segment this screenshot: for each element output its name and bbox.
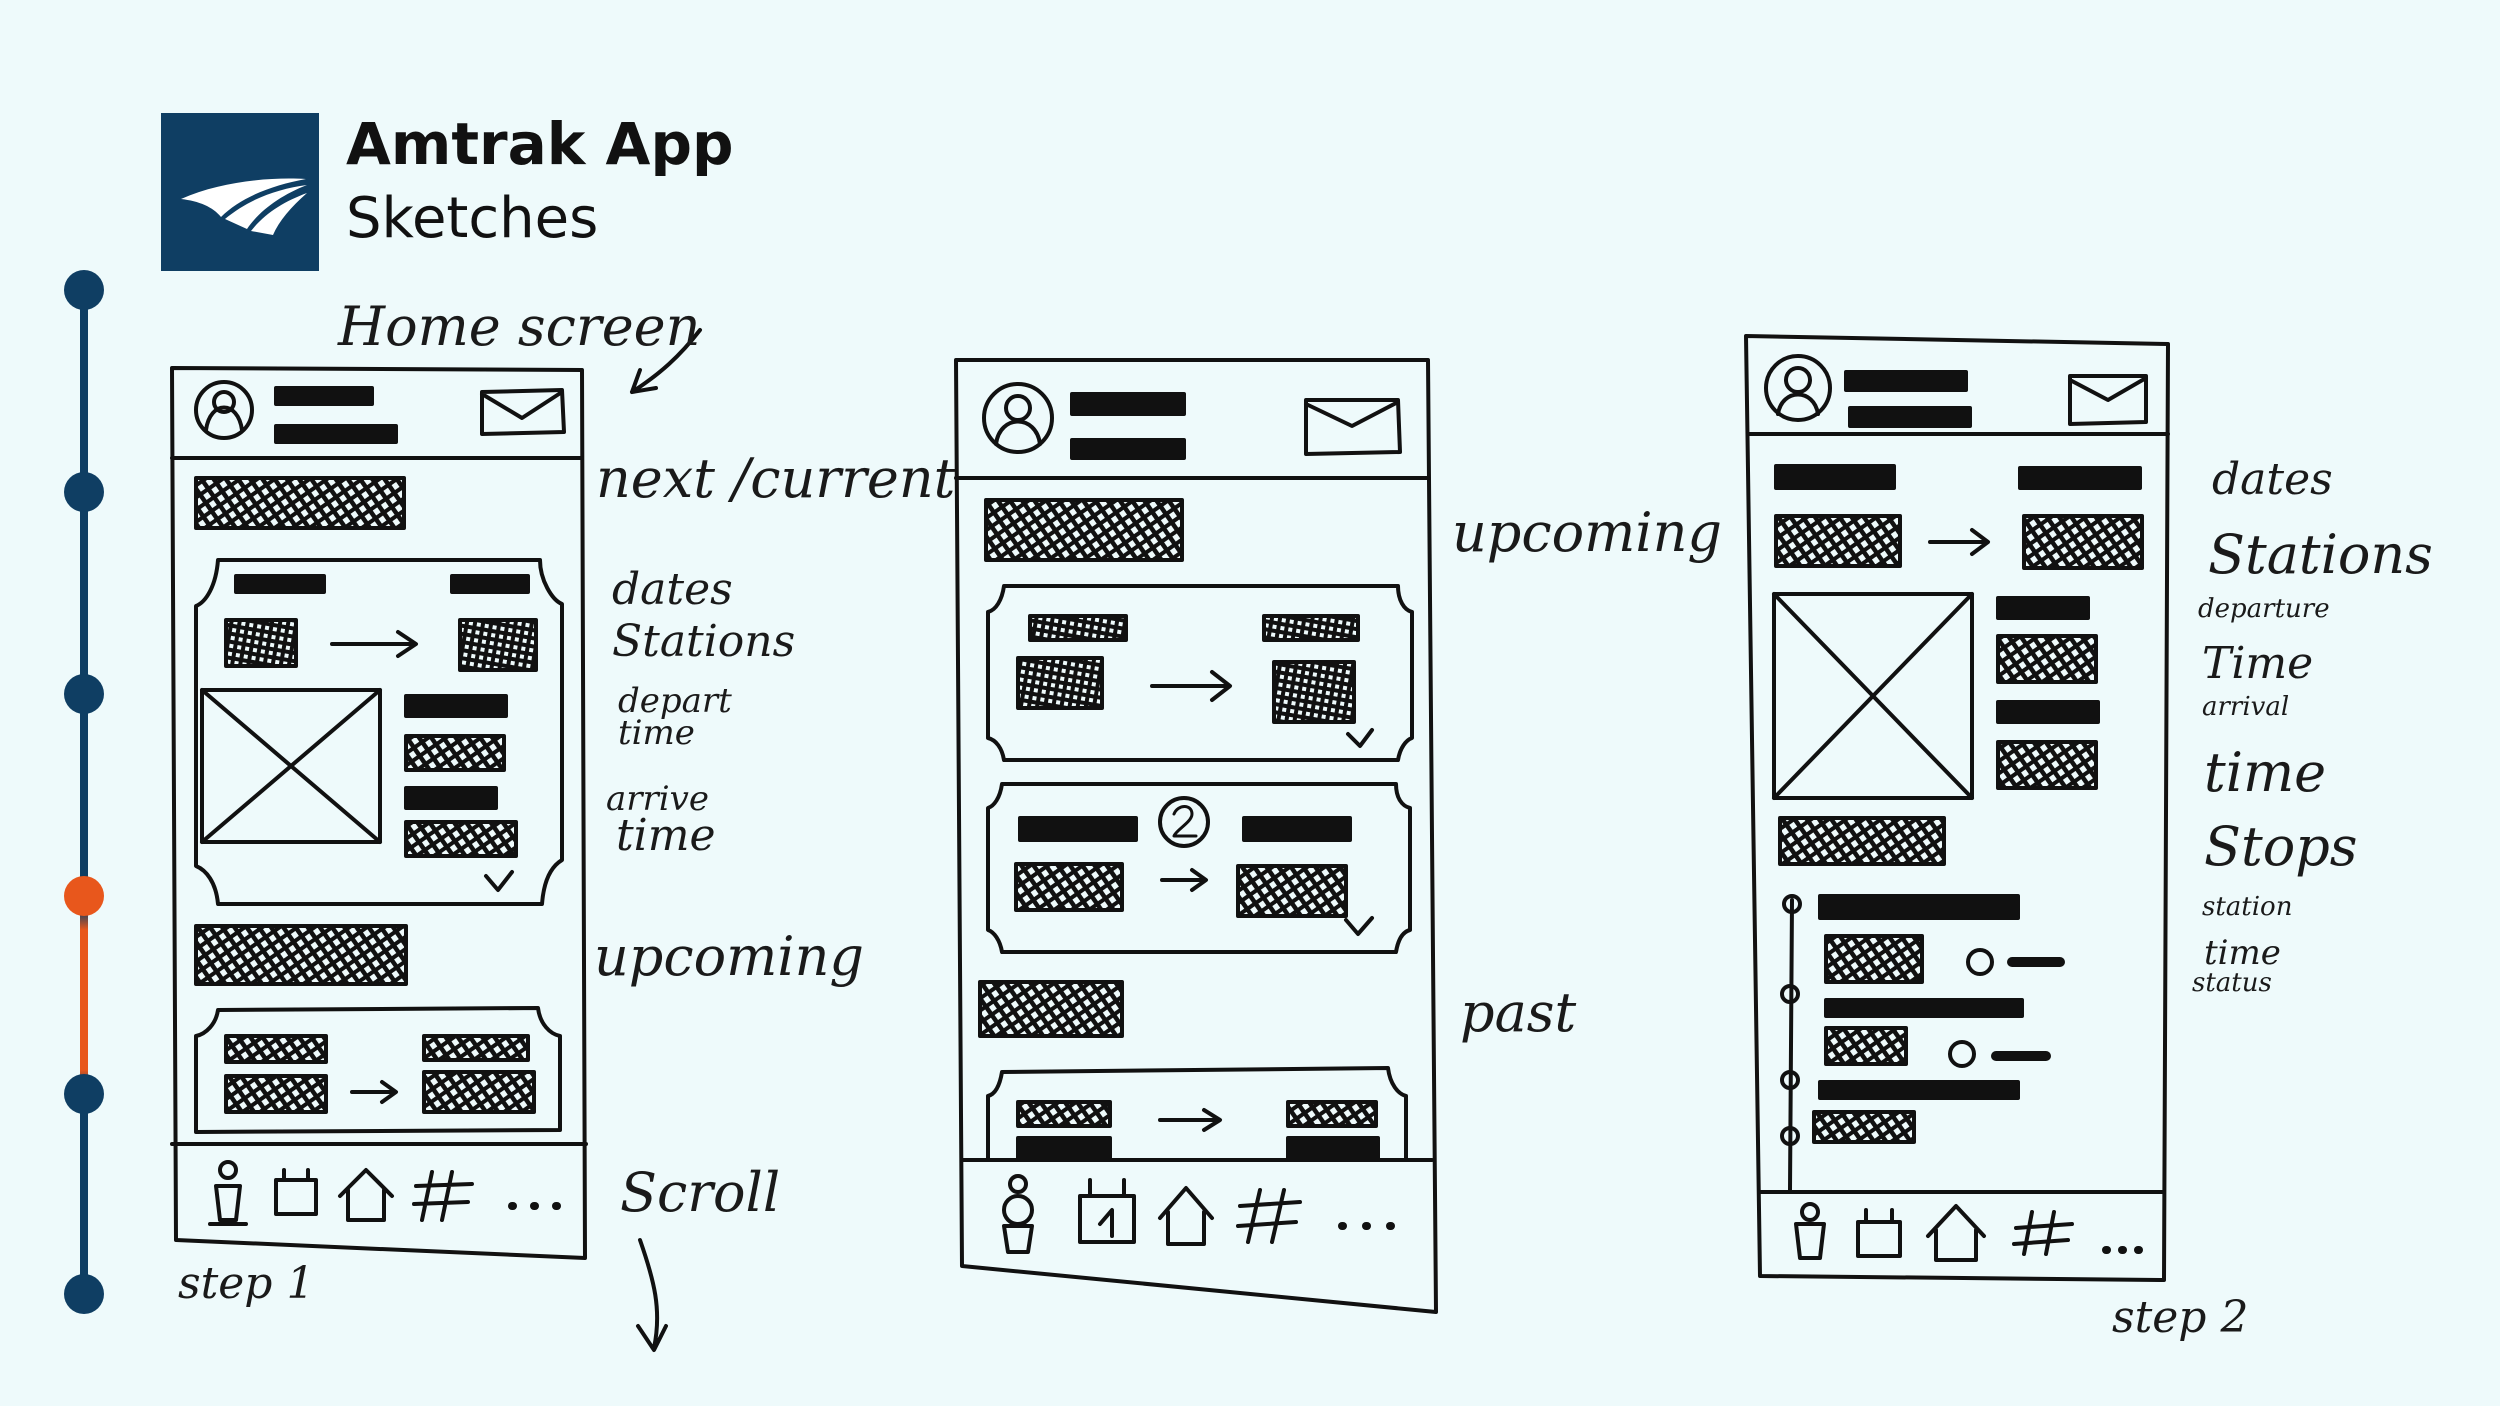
annotation-status: status bbox=[2192, 968, 2272, 998]
annotation-arrival: arrival bbox=[2202, 692, 2290, 722]
hashtag-icon bbox=[1236, 1188, 1302, 1244]
annotation-step-1: step 1 bbox=[178, 1258, 315, 1309]
phone-sketch-trip-details bbox=[1744, 334, 2170, 1282]
ticket-icon bbox=[1856, 1208, 1902, 1258]
annotation-station: station bbox=[2202, 892, 2293, 922]
annotation-arrive-time: time bbox=[616, 810, 716, 861]
annotation-depart-time: time bbox=[618, 713, 695, 753]
annotation-time-stop: time bbox=[2204, 933, 2281, 973]
home-icon bbox=[338, 1168, 394, 1222]
timeline-step-dot bbox=[64, 270, 104, 310]
progress-timeline bbox=[64, 270, 104, 1314]
annotation-scroll: Scroll bbox=[620, 1161, 781, 1224]
annotation-arrive: arrive bbox=[606, 779, 709, 819]
train-icon bbox=[1002, 1174, 1034, 1254]
profile-icon bbox=[194, 380, 254, 440]
annotation-time-departure: Time bbox=[2202, 638, 2314, 689]
annotation-upcoming-trips: upcoming bbox=[1452, 501, 1722, 564]
phone-sketch-home bbox=[170, 328, 702, 1352]
annotation-stops: Stops bbox=[2204, 815, 2358, 878]
home-icon bbox=[1158, 1186, 1214, 1246]
annotation-depart: depart bbox=[618, 681, 732, 721]
annotation-stations-detail: Stations bbox=[2208, 523, 2433, 586]
ticket-icon bbox=[274, 1168, 318, 1216]
annotation-next-current: next /current bbox=[596, 447, 956, 510]
annotation-time-arrival: time bbox=[2204, 741, 2327, 804]
annotation-home-screen: Home screen bbox=[338, 295, 701, 358]
timeline-step-dot bbox=[64, 1274, 104, 1314]
timeline-step-dot bbox=[64, 1074, 104, 1114]
hashtag-icon bbox=[2012, 1210, 2074, 1256]
annotation-upcoming: upcoming bbox=[594, 925, 864, 988]
annotation-step-2: step 2 bbox=[2112, 1292, 2249, 1343]
hashtag-icon bbox=[412, 1170, 474, 1222]
annotation-departure: departure bbox=[2198, 594, 2330, 624]
train-icon bbox=[1794, 1202, 1826, 1260]
stops-count-badge bbox=[1158, 796, 1210, 848]
mail-icon bbox=[1304, 398, 1402, 456]
mail-icon bbox=[480, 388, 566, 436]
ticket-icon bbox=[1078, 1178, 1136, 1244]
annotation-past-trips: past bbox=[1460, 981, 1577, 1044]
profile-icon bbox=[982, 382, 1054, 454]
timeline-step-dot bbox=[64, 674, 104, 714]
train-icon bbox=[208, 1160, 248, 1226]
timeline-step-dot-active bbox=[64, 876, 104, 916]
annotation-stations: Stations bbox=[612, 616, 796, 667]
mail-icon bbox=[2068, 374, 2148, 426]
phone-sketch-trips bbox=[954, 358, 1438, 1314]
timeline-step-dot bbox=[64, 472, 104, 512]
amtrak-logo-icon bbox=[161, 113, 319, 271]
home-icon bbox=[1926, 1204, 1986, 1262]
annotation-dates-detail: dates bbox=[2212, 454, 2333, 505]
page-title: Amtrak App bbox=[346, 110, 734, 178]
profile-icon bbox=[1764, 354, 1832, 422]
annotation-dates: dates bbox=[612, 564, 733, 615]
page-subtitle: Sketches bbox=[346, 186, 599, 251]
